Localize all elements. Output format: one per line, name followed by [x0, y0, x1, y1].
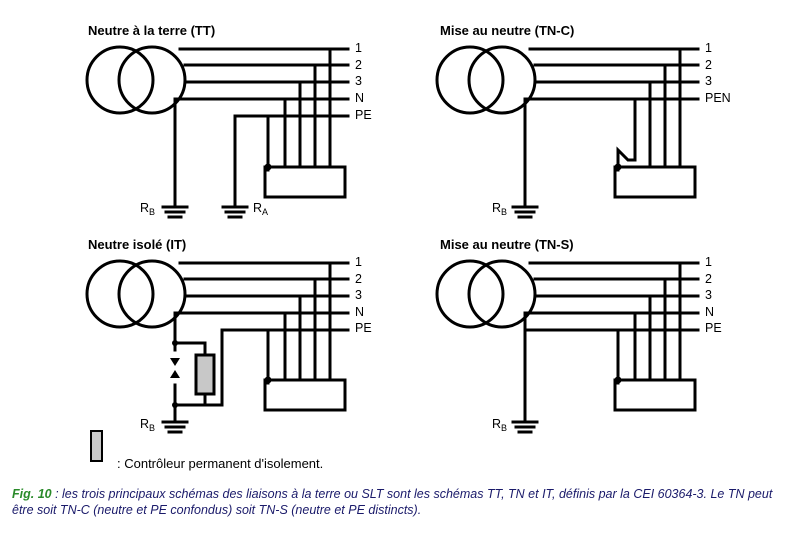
caption-text: : les trois principaux schémas des liais…	[12, 487, 773, 517]
label-tt-3: 3	[355, 74, 362, 88]
label-it-2: 2	[355, 272, 362, 286]
label-it-pe: PE	[355, 321, 372, 335]
label-tns-1: 1	[705, 255, 712, 269]
earth-label-tns-rb: RB	[492, 417, 508, 433]
load-equipment	[263, 165, 347, 199]
label-tt-1: 1	[355, 41, 362, 55]
label-tns-3: 3	[705, 288, 712, 302]
label-tt-n: N	[355, 91, 365, 105]
junction-dots	[172, 163, 622, 408]
title-tn-c: Mise au neutre (TN-C)	[440, 23, 575, 38]
title-tn-s: Mise au neutre (TN-S)	[440, 237, 574, 252]
label-tt-pe: PE	[355, 108, 372, 122]
label-it-3: 3	[355, 288, 362, 302]
conductor-pe	[233, 114, 350, 209]
legend-insulation-monitor-symbol	[90, 430, 103, 462]
label-tns-n: N	[705, 305, 715, 319]
insulation-monitor	[194, 353, 216, 396]
figure-caption: Fig. 10 : les trois principaux schémas d…	[12, 486, 796, 518]
diagram-it	[85, 259, 350, 434]
label-it-n: N	[355, 305, 365, 319]
earth-label-tt-ra: RA	[253, 201, 269, 217]
label-tnc-3: 3	[705, 74, 712, 88]
diagram-tt	[85, 45, 350, 219]
load-equipment	[613, 378, 697, 412]
transformer-coil-primary	[85, 45, 155, 115]
legend-text: : Contrôleur permanent d'isolement.	[117, 456, 324, 471]
earth-label-tnc-rb: RB	[492, 201, 508, 217]
label-tnc-2: 2	[705, 58, 712, 72]
label-tnc-1: 1	[705, 41, 712, 55]
title-tt: Neutre à la terre (TT)	[88, 23, 216, 38]
load-equipment	[263, 378, 347, 412]
label-tns-2: 2	[705, 272, 712, 286]
label-it-1: 1	[355, 255, 362, 269]
label-tnc-pen: PEN	[705, 91, 731, 105]
diagram-tn-s	[435, 259, 700, 434]
label-tt-2: 2	[355, 58, 362, 72]
earth-label-it-rb: RB	[140, 417, 156, 433]
label-tns-pe: PE	[705, 321, 722, 335]
diagram-tn-c	[435, 45, 700, 219]
load-equipment	[613, 165, 697, 199]
transformer-coil-secondary	[117, 45, 187, 115]
earth-label-tt-rb: RB	[140, 201, 156, 217]
title-it: Neutre isolé (IT)	[88, 237, 187, 252]
figure-number: Fig. 10	[12, 487, 52, 501]
